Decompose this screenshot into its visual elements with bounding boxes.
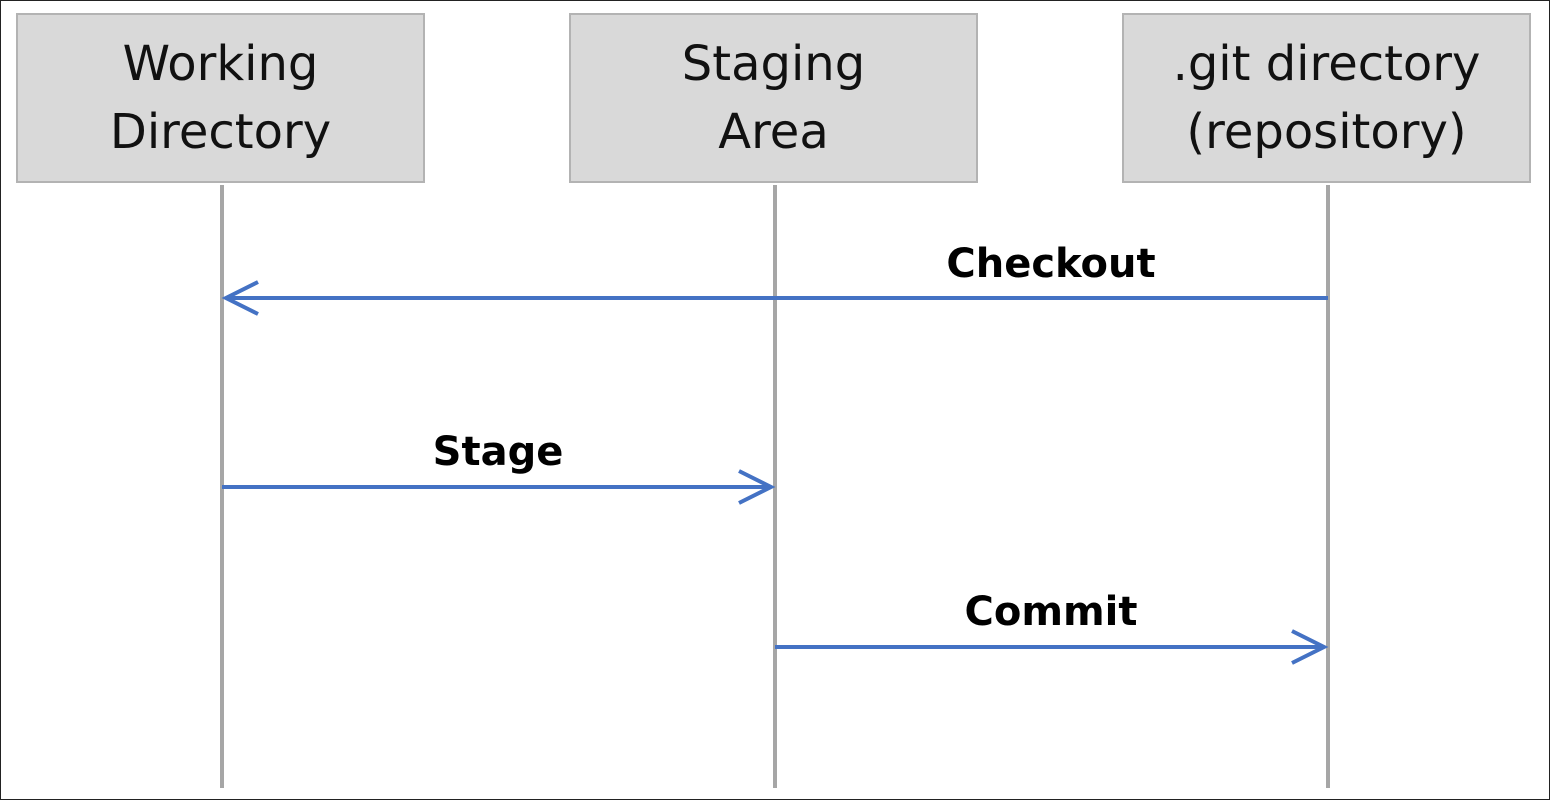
commit-arrow — [775, 629, 1329, 665]
staging-area-title-line1: Staging — [681, 36, 866, 92]
commit-label: Commit — [964, 589, 1137, 635]
checkout-label: Checkout — [946, 241, 1155, 287]
stage-arrow — [222, 469, 776, 505]
checkout-arrow — [221, 280, 1328, 316]
git-directory-title-line1: .git directory — [1172, 36, 1481, 92]
git-directory-box: .git directory (repository) — [1122, 13, 1531, 183]
stage-label: Stage — [433, 429, 564, 475]
staging-area-box: Staging Area — [569, 13, 978, 183]
staging-area-title-line2: Area — [718, 104, 829, 160]
working-directory-box: Working Directory — [16, 13, 425, 183]
working-directory-title-line1: Working — [122, 36, 319, 92]
working-directory-title-line2: Directory — [109, 104, 332, 160]
git-directory-title-line2: (repository) — [1186, 104, 1467, 160]
